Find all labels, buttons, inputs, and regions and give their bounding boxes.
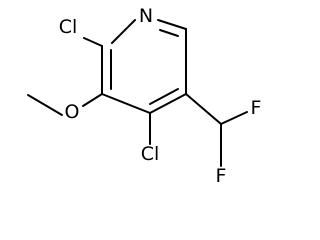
bond-cf-f-top [220,111,248,125]
structure-canvas: N Cl O Cl F F [27,5,262,187]
atom-label-fluorine-bottom: F [216,165,227,187]
bond-c5-cf [185,93,222,125]
bond-c2-cl-top [83,37,103,47]
atom-label-oxygen: O [65,101,80,123]
bond-o-methyl [27,94,63,116]
ring-bond-n1-c6 [157,19,187,30]
atom-label-fluorine-top: F [251,97,262,119]
chemical-structure-diagram: N Cl O Cl F F [27,5,262,187]
double-bond-inner-c5-c4 [149,88,179,105]
atom-label-chlorine-top: Cl [59,16,78,38]
atom-label-chlorine-bottom: Cl [141,143,160,165]
ring-bond-c5-c4 [149,93,187,114]
bond-c3-o [82,93,103,107]
double-bond-inner-n1-c6 [159,29,179,37]
atom-label-nitrogen: N [139,5,153,27]
ring-bond-c4-c3 [101,93,151,114]
ring-bond-c2-n1 [111,19,136,44]
